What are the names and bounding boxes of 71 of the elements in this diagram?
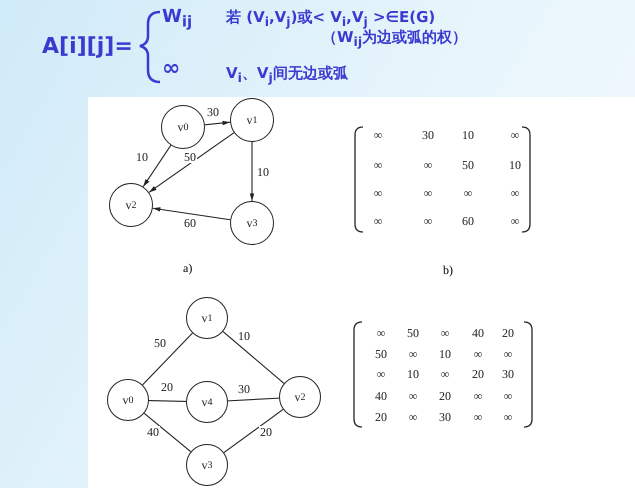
matrix-entry: ∞ [474,348,482,360]
formula-text: 若 (V$_{i}$,V$_{j}$)或< V$_{i}$,V$_{j}$ >∈E(G) [226,10,436,28]
arrow [250,142,254,201]
matrix-entry: ∞ [374,187,382,199]
matrix-entry: 20 [472,368,484,380]
edge-label: 10 [135,151,149,163]
matrix-entry: ∞ [374,159,382,171]
matrix-entry: 50 [375,348,387,360]
matrix-entry: 10 [509,159,521,171]
matrix-entry: ∞ [504,348,512,360]
edge-label: 20 [160,381,174,393]
edge-line [228,398,280,402]
matrix-entry: ∞ [424,187,432,199]
matrix-entry: ∞ [440,368,450,380]
matrix-entry: ∞ [510,215,520,227]
edge-line [222,331,284,384]
arrow [148,132,234,193]
matrix-entry: 20 [502,327,514,339]
matrix-entry: 30 [439,411,451,423]
arrow [142,145,172,187]
matrix-entry: 50 [462,159,474,171]
formula-text: ∞ [162,58,180,80]
subfigure-label: b) [443,264,453,276]
arrow [204,120,230,126]
matrix-entry: 20 [439,390,451,402]
edge-label: 10 [237,330,251,342]
matrix-entry: 10 [462,129,474,141]
matrix-entry: ∞ [376,368,386,380]
edge-line [148,400,186,402]
edge-line [224,408,284,454]
matrix-entry: 40 [375,390,387,402]
matrix-entry: ∞ [440,327,450,339]
edge-label: 30 [237,383,251,395]
matrix-entry: 60 [462,215,474,227]
formula-text: （W$_{ij}$为边或弧的权） [322,30,468,48]
matrix-entry: 40 [472,327,484,339]
formula-text: A[i][j]= [42,36,133,58]
matrix-entry: 20 [375,411,387,423]
matrix-entry: ∞ [408,348,418,360]
edge-label: 40 [146,426,160,438]
matrix-entry: ∞ [408,411,418,423]
matrix-entry: ∞ [376,327,386,339]
matrix-entry: ∞ [408,390,418,402]
matrix-entry: 10 [439,348,451,360]
subfigure-label: a) [183,262,192,274]
matrix-entry: ∞ [374,215,382,227]
matrix-entry: ∞ [510,187,520,199]
matrix-entry: ∞ [464,187,472,199]
arrow [152,207,230,220]
matrix-entry: 50 [407,327,419,339]
matrix-entry: ∞ [424,159,432,171]
matrix-entry: ∞ [504,390,512,402]
edge-label: 60 [183,217,197,229]
edge-label: 30 [206,106,220,118]
matrix-entry: ∞ [424,215,432,227]
edge-label: 20 [259,426,273,438]
matrix-entry: ∞ [504,411,512,423]
formula-text: W$_{ij}$ [162,8,192,30]
edge-line [144,412,192,452]
edge-label: 10 [256,166,270,178]
formula-text: V$_{i}$、V$_{j}$间无边或弧 [226,66,348,84]
edge-line [142,332,193,386]
matrix-entry: ∞ [510,129,520,141]
edge-label: 50 [153,337,167,349]
matrix-entry: 30 [502,368,514,380]
matrix-entry: ∞ [374,129,382,141]
matrix-entry: ∞ [474,411,482,423]
matrix-entry: 10 [407,368,419,380]
edge-label: 50 [183,151,197,163]
matrix-entry: 30 [422,129,434,141]
matrix-entry: ∞ [474,390,482,402]
